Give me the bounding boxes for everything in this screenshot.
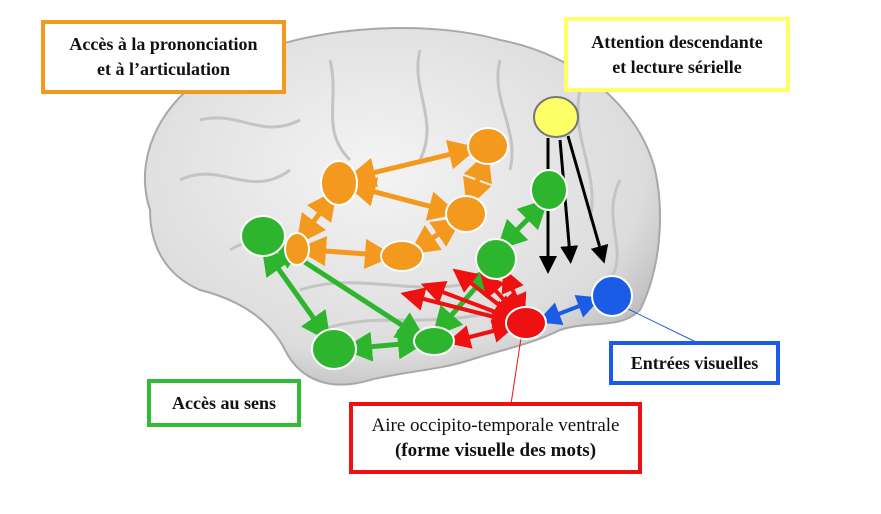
visual-input-line1: Entrées visuelles — [630, 352, 759, 373]
green-node — [311, 328, 357, 370]
orange-node — [445, 195, 487, 233]
yellow-node-attention — [533, 96, 579, 138]
blue-connection — [536, 295, 602, 325]
green-node — [475, 238, 517, 280]
vwfa-leader-line — [510, 337, 522, 405]
vwfa-line2: (forme visuelle des mots) — [394, 440, 597, 461]
green-node — [413, 326, 455, 356]
orange-node — [380, 240, 424, 272]
pronunciation-label-box: Accès à la prononciation et à l’articula… — [41, 20, 286, 94]
green-node — [530, 169, 568, 211]
pronunciation-line1: Accès à la prononciation — [69, 34, 258, 54]
meaning-label-box: Accès au sens — [147, 379, 301, 427]
orange-node — [320, 160, 358, 206]
attention-line2: et lecture sérielle — [612, 56, 742, 77]
attention-label-box: Attention descendante et lecture sériell… — [564, 17, 790, 92]
attention-line1: Attention descendante — [591, 31, 763, 52]
red-node-vwfa — [505, 306, 547, 340]
blue-node-visual — [591, 275, 633, 317]
visual-leader-line — [625, 307, 701, 345]
orange-node — [467, 127, 509, 165]
pronunciation-line2: et à l’articulation — [97, 59, 230, 79]
green-node — [240, 215, 286, 257]
orange-node — [284, 232, 310, 266]
meaning-line1: Accès au sens — [172, 392, 276, 413]
red-connections — [400, 267, 527, 349]
visual-input-label-box: Entrées visuelles — [609, 341, 780, 385]
vwfa-label-box: Aire occipito-temporale ventrale (forme … — [349, 402, 642, 474]
vwfa-line1: Aire occipito-temporale ventrale — [371, 415, 620, 436]
